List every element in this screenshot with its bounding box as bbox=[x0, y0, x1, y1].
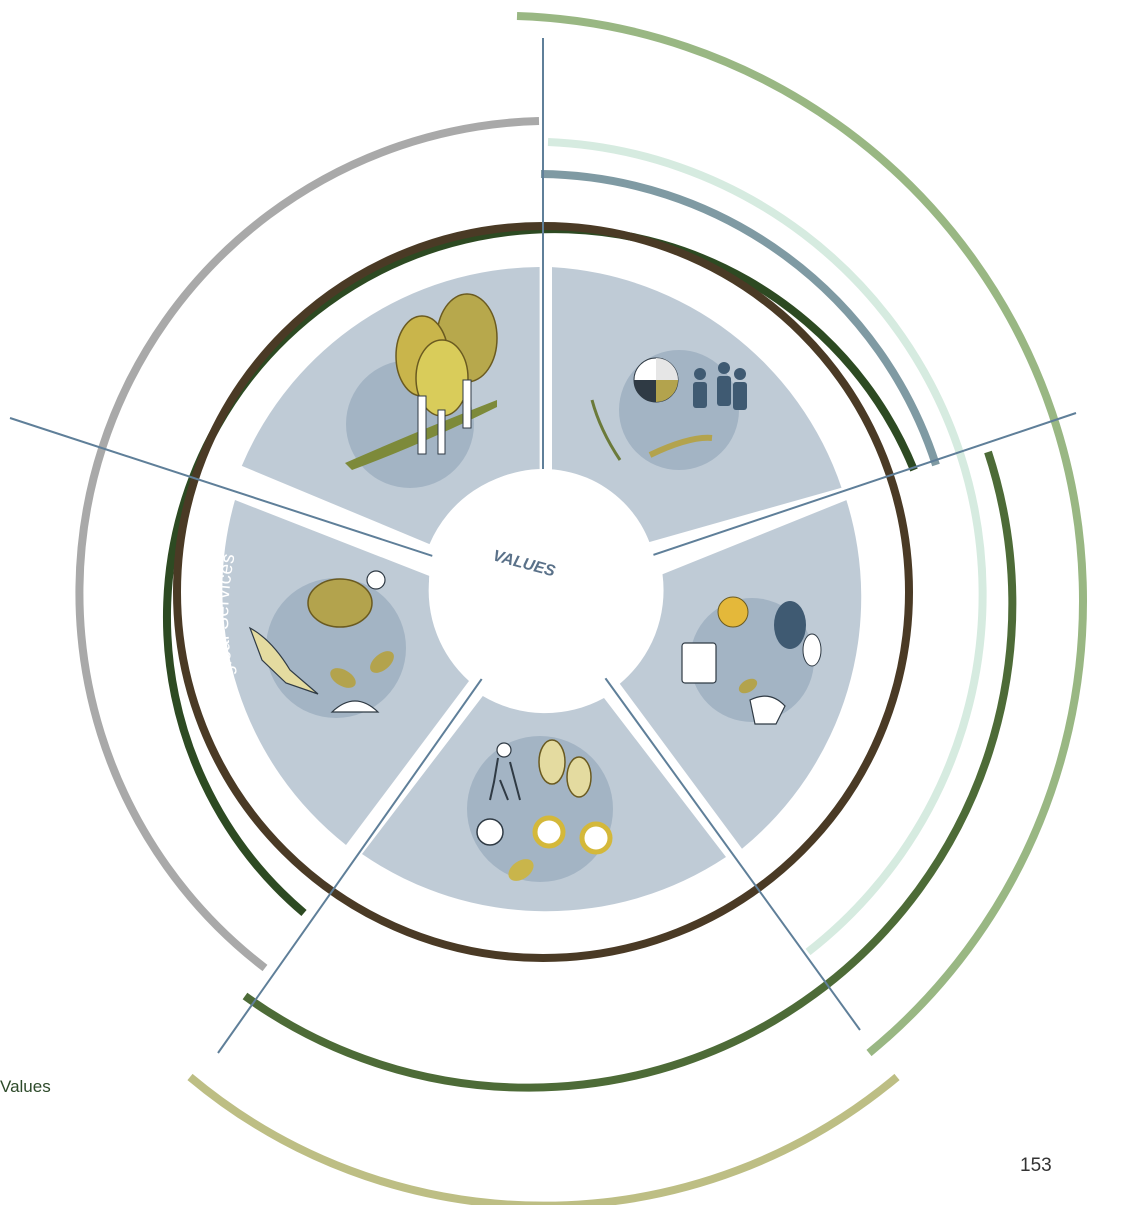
segment-label-wellbeing: Wellbeing and Recreation bbox=[427, 907, 658, 948]
seedling-icon bbox=[330, 700, 380, 713]
side-section-label: Values bbox=[0, 1077, 51, 1096]
olive-arc bbox=[187, 1073, 900, 1205]
people-icon bbox=[590, 357, 747, 461]
compass-icon bbox=[476, 818, 504, 846]
checklist-icon bbox=[681, 642, 717, 684]
hand-plant-icon bbox=[749, 695, 786, 725]
dark-green-ring bbox=[163, 225, 918, 917]
light-green-arc bbox=[516, 12, 1087, 1057]
footprints-icon bbox=[774, 601, 806, 649]
outer-arcs bbox=[75, 12, 1087, 1205]
binoculars-icon bbox=[532, 815, 566, 849]
leaf-icon bbox=[508, 859, 534, 881]
learning-icon bbox=[681, 596, 822, 725]
sun-icon bbox=[717, 596, 749, 628]
slate-arc bbox=[540, 170, 940, 467]
pale-green-arc bbox=[547, 138, 987, 956]
center-hub bbox=[429, 469, 657, 697]
mid-green-arc bbox=[242, 450, 1017, 1092]
turtle-icon bbox=[248, 570, 394, 713]
bird-icon bbox=[248, 626, 319, 695]
hiker-icon bbox=[476, 739, 613, 881]
trees-icon bbox=[345, 293, 498, 470]
page-number: 153 bbox=[1020, 1155, 1052, 1176]
snowshoe-icon bbox=[538, 739, 566, 785]
